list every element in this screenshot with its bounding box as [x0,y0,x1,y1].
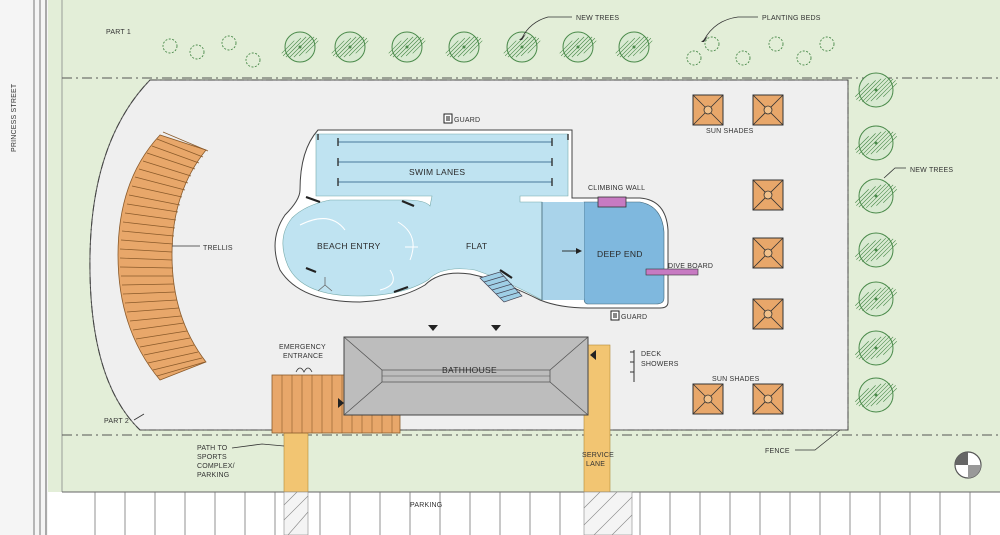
shrub-icon [735,50,751,66]
guard-chair-inner [446,116,450,121]
tree-icon [855,377,897,413]
planting-beds-leader [703,16,758,41]
path-leader [231,443,285,449]
guard-label: GUARD [621,314,647,321]
tree-icon [855,125,897,161]
entry-arrow [428,325,438,331]
deep-end-label: DEEP END [597,249,643,259]
street-label: PRINCESS STREET [11,83,18,152]
shrub-icon [245,52,261,68]
parking-stalls [94,492,971,535]
sun-shades [692,94,784,415]
sun-shade-icon [752,237,784,269]
new-trees-right-leader [883,167,906,179]
fence-label: FENCE [765,448,790,455]
tree-icon [503,31,541,63]
tree-icon [559,31,597,63]
trellis-label: TRELLIS [203,245,233,252]
shrub-icon [796,50,812,66]
tree-icon [615,31,653,63]
swim-lanes-label: SWIM LANES [409,167,465,177]
path-to-sports-complex [283,429,309,493]
dive-board [645,268,699,276]
entry-arrow [491,325,501,331]
part-2-label: PART 2 [104,418,129,425]
shrub-icon [189,44,205,60]
sun-shade-icon [692,94,724,126]
service-lane-label: LANE [586,461,605,468]
parking-label: PARKING [410,502,442,509]
entry-arrow [590,350,596,360]
emergency-gate-symbol [295,367,313,373]
shrub-icon [221,35,237,51]
emergency-entrance-label: EMERGENCY [279,344,326,351]
deck-showers-label: DECK [641,351,661,358]
sun-shades-label: SUN SHADES [706,128,754,135]
path-crossing-hatch [283,491,633,535]
shrub-icon [686,50,702,66]
leader-arrow [701,36,708,42]
new-trees-right-label: NEW TREES [910,167,953,174]
shrub-icon [162,38,178,54]
new-trees-leader [521,16,572,39]
sun-shade-icon [752,94,784,126]
north-arrow-icon [954,451,982,479]
deck-showers-label: SHOWERS [641,361,679,368]
path-label: PATH TO [197,445,228,452]
sun-shade-icon [692,383,724,415]
fence-line [89,79,849,431]
path-label: SPORTS [197,454,227,461]
deck-showers [630,350,635,382]
tree-icon [855,178,897,214]
tree-icon [855,330,897,366]
entry-arrow [338,398,344,408]
climbing-wall [597,196,627,208]
parking-area [62,492,1000,535]
trellis [117,131,209,381]
emergency-entrance-label: ENTRANCE [283,353,323,360]
tree-icon [281,31,319,63]
tree-icon [855,232,897,268]
tree-icon [388,31,426,63]
shrub-icon [768,36,784,52]
bathhouse [343,336,589,416]
planting-beds [162,35,835,68]
sun-shade-icon [752,383,784,415]
path-label: COMPLEX/ [197,463,235,470]
new-trees-top [281,31,653,63]
dive-board-label: DIVE BOARD [668,263,713,270]
tree-icon [855,72,897,108]
beach-entry-label: BEACH ENTRY [317,241,381,251]
fence-leader [795,429,841,451]
sun-shade-icon [752,179,784,211]
guard-label: GUARD [454,117,480,124]
princess-street [0,0,48,535]
part-2-leader [133,413,145,421]
path-label: PARKING [197,472,229,479]
part-1-label: PART 1 [106,29,131,36]
shrub-icon [704,36,720,52]
guard-chair-inner [613,313,617,318]
service-lane-label: SERVICE [582,452,614,459]
sun-shades-label: SUN SHADES [712,376,760,383]
new-trees-label: NEW TREES [576,15,619,22]
tree-icon [331,31,369,63]
flat-label: FLAT [466,241,487,251]
climbing-wall-label: CLIMBING WALL [588,185,645,192]
new-trees-right [855,72,897,413]
swimming-pool [274,129,669,309]
tree-icon [445,31,483,63]
shrub-icon [819,36,835,52]
planting-beds-label: PLANTING BEDS [762,15,821,22]
tree-icon [855,281,897,317]
bathhouse-label: BATHHOUSE [442,365,497,375]
sun-shade-icon [752,298,784,330]
leader-arrow [519,34,526,40]
